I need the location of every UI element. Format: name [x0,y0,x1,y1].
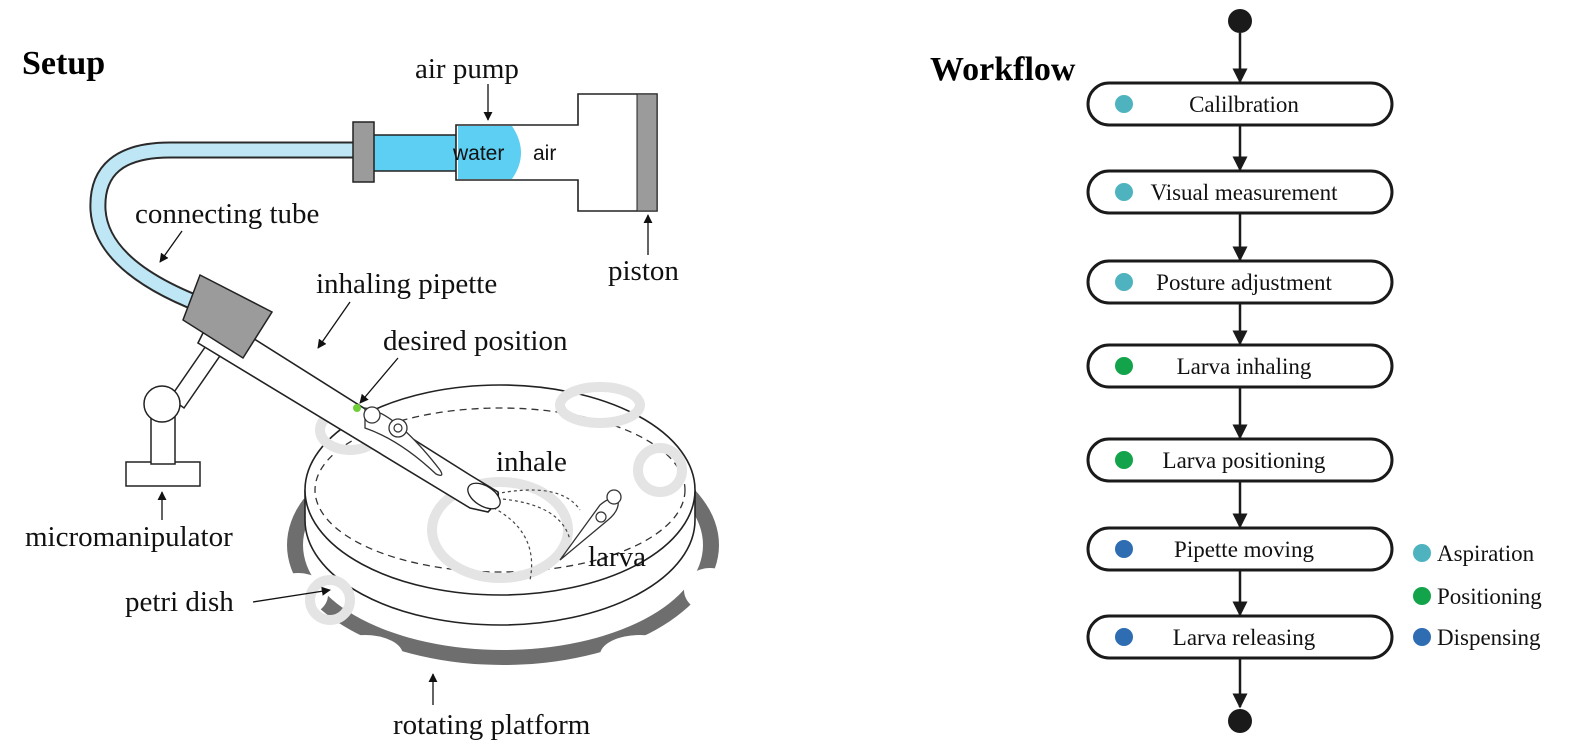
workflow-step: Posture adjustment [1086,259,1394,305]
inhaling-pipette [182,273,501,513]
air-label: air [533,142,556,165]
workflow-step: Larva positioning [1086,437,1394,483]
petri-dish-label: petri dish [125,586,234,618]
phase-dot [1115,540,1133,558]
phase-dot [1115,357,1133,375]
workflow-step-label: Larva inhaling [1177,354,1312,379]
workflow-title: Workflow [930,51,1076,88]
rotating-platform-label: rotating platform [393,709,591,741]
end-node [1228,709,1252,733]
setup-title: Setup [22,45,105,82]
phase-dot [1115,273,1133,291]
micromanipulator [125,338,226,487]
legend-dot [1413,544,1431,562]
phase-dot [1115,183,1133,201]
workflow-step-label: Calilbration [1189,92,1299,117]
workflow-step: Larva releasing [1086,614,1394,660]
start-node [1228,9,1252,33]
phase-dot [1115,451,1133,469]
legend-dot [1413,587,1431,605]
water-label: water [452,142,504,165]
setup-panel: Setup [22,45,736,741]
legend-item: Positioning [1413,584,1542,609]
legend-label: Positioning [1437,584,1542,609]
legend-label: Dispensing [1437,625,1541,650]
inhaling-pipette-label: inhaling pipette [316,268,497,300]
workflow-step: Visual measurement [1086,169,1394,215]
phase-dot [1115,628,1133,646]
larva [559,489,622,561]
legend-dot [1413,628,1431,646]
workflow-step: Pipette moving [1086,526,1394,572]
workflow-step-label: Larva positioning [1163,448,1326,473]
workflow-step: Calilbration [1086,81,1394,127]
inhale-label: inhale [496,446,567,478]
air-pump: water air [352,93,658,212]
legend-item: Dispensing [1413,625,1541,650]
connecting-tube-label: connecting tube [135,198,319,230]
legend-label: Aspiration [1437,541,1535,566]
larva-label: larva [588,541,646,573]
workflow-step: Larva inhaling [1086,343,1394,389]
desired-position-label: desired position [383,325,568,357]
suction-stream [484,489,581,581]
workflow-step-label: Pipette moving [1174,537,1314,562]
workflow-step-label: Posture adjustment [1156,270,1332,295]
air-pump-label: air pump [415,53,519,85]
workflow-step-label: Visual measurement [1150,180,1338,205]
legend-item: Aspiration [1413,541,1535,566]
phase-dot [1115,95,1133,113]
micromanipulator-label: micromanipulator [25,521,233,553]
piston-label: piston [608,255,679,287]
workflow-step-label: Larva releasing [1173,625,1316,650]
